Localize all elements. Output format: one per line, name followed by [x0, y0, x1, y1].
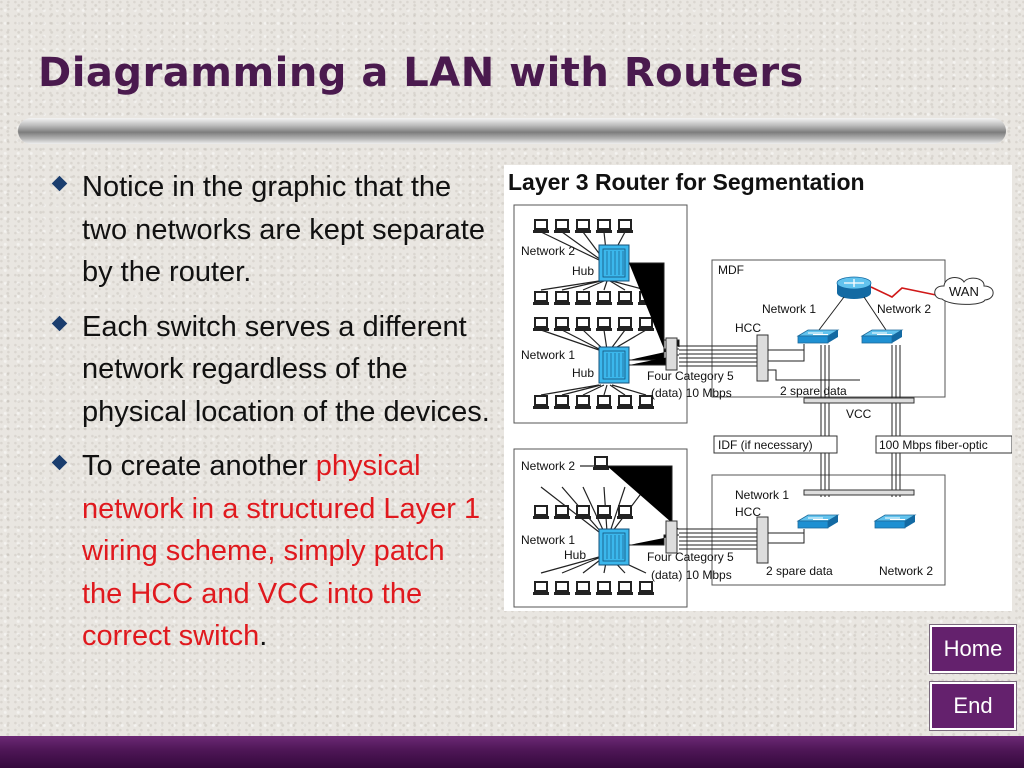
router-icon: [836, 276, 872, 299]
label-spare-top: 2 spare data: [780, 384, 847, 398]
bullet-text: Notice in the graphic that the two netwo…: [82, 171, 485, 288]
pc-row-icon: [532, 317, 655, 332]
label-network1-top: Network 1: [521, 348, 575, 362]
label-cat5-top-1: Four Category 5: [647, 369, 734, 383]
wan-cloud-icon: [934, 277, 994, 305]
label-vcc: VCC: [846, 407, 872, 421]
title-divider-bar: [18, 118, 1006, 144]
patch-panel-icon: [665, 337, 678, 371]
bullet-text-end: .: [259, 620, 268, 652]
label-cat5-top-2: (data) 10 Mbps: [651, 386, 732, 400]
bullet-text: To create another: [82, 450, 316, 482]
label-idf-network2: Network 2: [879, 564, 933, 578]
diamond-bullet-icon: [51, 315, 68, 331]
pc-row-icon: [532, 581, 655, 596]
label-idf: IDF (if necessary): [718, 438, 813, 452]
diamond-bullet-icon: [51, 175, 68, 192]
patch-panel-icon: [756, 516, 769, 564]
switch-icon: [797, 329, 839, 344]
label-network2-top: Network 2: [521, 244, 575, 258]
label-network2-bottom: Network 2: [521, 459, 575, 473]
pc-row-icon: [532, 219, 634, 234]
end-button[interactable]: End: [930, 682, 1016, 730]
label-idf-network1: Network 1: [735, 488, 789, 502]
label-hcc-bottom: HCC: [735, 505, 761, 519]
pc-icon: [592, 456, 610, 471]
idf-label-box: [713, 435, 838, 454]
diamond-bullet-icon: [51, 454, 68, 471]
diagram-title: Layer 3 Router for Segmentation: [508, 169, 865, 195]
bullet-item: Each switch serves a different network r…: [50, 306, 490, 434]
patch-panel-icon: [665, 520, 678, 554]
fiber-label-box: [875, 435, 1012, 454]
label-wan: WAN: [949, 284, 979, 299]
label-hcc-top: HCC: [735, 321, 761, 335]
patch-panel-icon: [756, 334, 769, 382]
switch-icon: [874, 514, 916, 529]
hub-icon: [598, 244, 630, 282]
pc-row-icon: [532, 395, 655, 410]
pc-row-icon: [532, 291, 655, 306]
slide-title: Diagramming a LAN with Routers: [38, 50, 804, 96]
bullet-item: Notice in the graphic that the two netwo…: [50, 166, 490, 294]
label-spare-bottom: 2 spare data: [766, 564, 833, 578]
label-cat5-bottom-1: Four Category 5: [647, 550, 734, 564]
building-bottom-left: [513, 448, 688, 608]
vcc-conduit: [803, 489, 915, 496]
switch-icon: [797, 514, 839, 529]
hub-icon: [598, 528, 630, 566]
network-diagram: Layer 3 Router for Segmentation Network …: [504, 165, 1012, 611]
label-mdf-network2: Network 2: [877, 302, 931, 316]
label-hub-top1: Hub: [572, 264, 594, 278]
bullet-text: Each switch serves a different network r…: [82, 310, 490, 428]
footer-bar: [0, 736, 1024, 768]
vcc-conduit: [803, 397, 915, 404]
label-hub-bottom: Hub: [564, 548, 586, 562]
label-mdf-network1: Network 1: [762, 302, 816, 316]
label-fiber: 100 Mbps fiber-optic: [879, 438, 988, 452]
pc-row-icon: [532, 505, 634, 520]
hub-icon: [598, 346, 630, 384]
label-cat5-bottom-2: (data) 10 Mbps: [651, 568, 732, 582]
label-network1-bottom: Network 1: [521, 533, 575, 547]
bullet-item: To create another physical network in a …: [50, 445, 490, 658]
bullet-text-highlight: physical network in a structured Layer 1…: [82, 450, 481, 652]
label-mdf: MDF: [718, 263, 744, 277]
home-button[interactable]: Home: [930, 625, 1016, 673]
switch-icon: [861, 329, 903, 344]
bullet-list: Notice in the graphic that the two netwo…: [50, 166, 490, 670]
label-hub-top2: Hub: [572, 366, 594, 380]
wan-link: [870, 286, 937, 298]
building-top-left: [513, 204, 688, 424]
